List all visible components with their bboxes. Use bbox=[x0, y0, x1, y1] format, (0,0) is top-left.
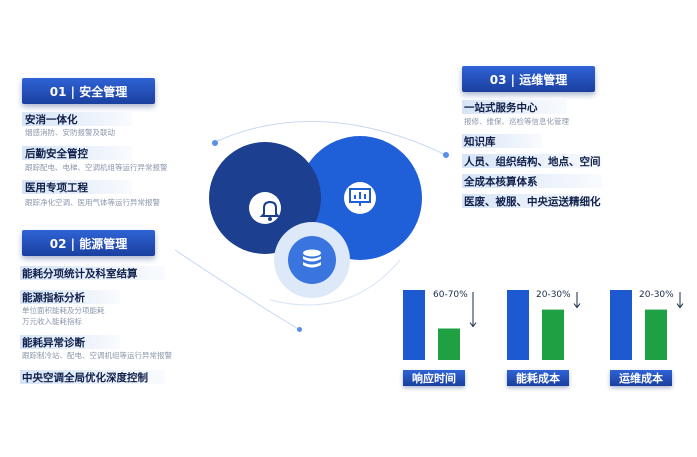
reduction-bars bbox=[403, 290, 684, 360]
energy-item-desc: 跟踪制冷站、配电、空调机组等运行异常报警 bbox=[22, 351, 172, 360]
bar-before bbox=[610, 290, 632, 360]
bell-icon bbox=[259, 200, 281, 221]
energy-item-desc: 单位面积能耗及分项能耗 bbox=[22, 306, 105, 315]
highlight-bar bbox=[20, 266, 165, 280]
bar-before bbox=[403, 290, 425, 360]
highlight-bar bbox=[462, 174, 602, 188]
bar-before bbox=[507, 290, 529, 360]
energy-item-title: 中央空调全局优化深度控制 bbox=[22, 372, 148, 384]
connector-dot bbox=[297, 327, 302, 332]
highlight-bar bbox=[462, 100, 567, 114]
ops-item-desc: 报修、维保、巡检等信息化管理 bbox=[464, 117, 569, 126]
security-item-title: 安消一体化 bbox=[25, 114, 78, 126]
security-item-desc: 跟踪配电、电梯、空调机组等运行异常报警 bbox=[25, 163, 168, 172]
highlight-bar bbox=[462, 154, 602, 168]
highlight-bar bbox=[22, 112, 132, 126]
highlight-bar bbox=[20, 290, 120, 304]
highlight-bar bbox=[462, 194, 602, 208]
security-item-desc: 跟踪净化空调、医用气体等运行异常报警 bbox=[25, 198, 160, 207]
monitor-chart-icon bbox=[349, 188, 371, 206]
energy-item-title: 能耗分项统计及科室结算 bbox=[22, 268, 138, 280]
energy-item-title: 能耗异常诊断 bbox=[22, 337, 85, 349]
ops-item-title: 一站式服务中心 bbox=[464, 102, 538, 114]
reduction-arrowhead bbox=[469, 322, 477, 328]
highlight-bar bbox=[22, 180, 132, 194]
security-item-title: 后勤安全管控 bbox=[25, 148, 88, 160]
bar-after bbox=[645, 309, 667, 360]
energy-item-desc-2: 万元收入能耗指标 bbox=[22, 317, 82, 326]
security-item-title: 医用专项工程 bbox=[25, 182, 88, 194]
connector-dot bbox=[443, 152, 449, 158]
highlight-bar bbox=[462, 134, 542, 148]
bar-range-label: 20-30% bbox=[639, 290, 674, 300]
section-security-header: 01 | 安全管理 bbox=[22, 78, 155, 104]
highlight-bar bbox=[20, 335, 120, 349]
section-energy-header: 02 | 能源管理 bbox=[22, 230, 155, 256]
reduction-arrowhead bbox=[573, 303, 581, 309]
highlight-bar bbox=[20, 370, 165, 384]
database-icon bbox=[303, 249, 321, 268]
connector-dot bbox=[212, 140, 218, 146]
section-ops-header: 03 | 运维管理 bbox=[462, 66, 595, 92]
bar-label: 能耗成本 bbox=[507, 370, 569, 386]
highlight-bar bbox=[22, 146, 132, 160]
ops-item-title: 知识库 bbox=[464, 136, 496, 148]
bar-label: 响应时间 bbox=[403, 370, 465, 386]
ops-item-title: 人员、组织结构、地点、空间 bbox=[464, 156, 601, 168]
bar-after bbox=[438, 328, 460, 360]
security-item-desc: 烟感消防、安防报警及联动 bbox=[25, 128, 115, 137]
ops-item-title: 医废、被服、中央运送精细化 bbox=[464, 196, 601, 208]
energy-item-title: 能源指标分析 bbox=[22, 292, 85, 304]
reduction-arrowhead bbox=[676, 303, 684, 309]
bar-range-label: 60-70% bbox=[433, 290, 468, 300]
bar-after bbox=[542, 309, 564, 360]
bar-label: 运维成本 bbox=[610, 370, 672, 386]
bar-range-label: 20-30% bbox=[536, 290, 571, 300]
ops-item-title: 全成本核算体系 bbox=[464, 176, 538, 188]
